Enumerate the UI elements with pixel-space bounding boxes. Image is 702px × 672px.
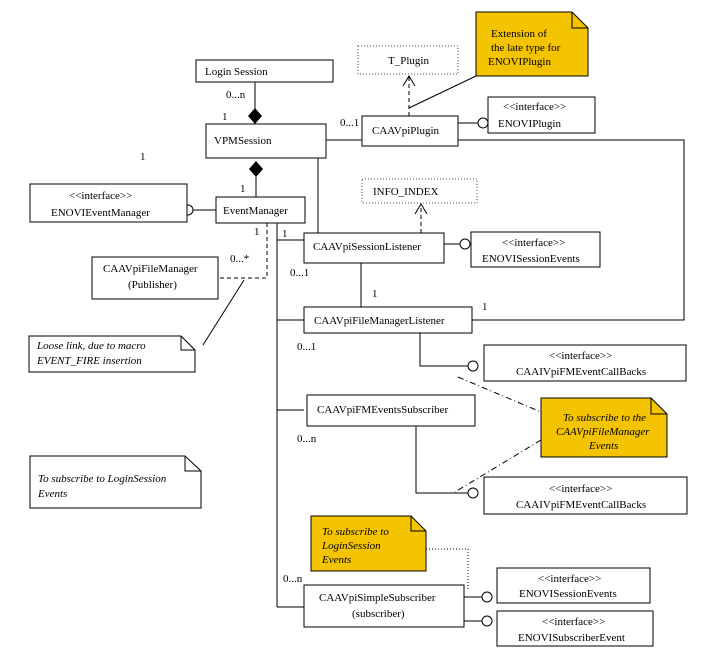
login-session-label: Login Session — [205, 66, 268, 78]
callbacks-box-2: <<interface>> CAAIVpiFMEventCallBacks — [483, 476, 688, 515]
session-events-lollipop-2 — [481, 591, 493, 603]
vpm-session-box: VPMSession — [205, 123, 327, 159]
info-index-box: INFO_INDEX — [361, 178, 478, 204]
subscriber-event-lollipop — [481, 615, 493, 627]
realization-arrow-2 — [414, 203, 428, 215]
composition-diamond-1 — [248, 108, 262, 124]
subscribe-fm-note-line-3: Events — [588, 440, 618, 452]
enovi-plugin-lollipop — [477, 117, 489, 129]
file-manager-listener-label: CAAVpiFileManagerListener — [314, 315, 445, 327]
enovi-plugin-box: <<interface>> ENOVIPlugin — [487, 96, 596, 134]
subscribe-login-white-line-1: To subscribe to LoginSession — [38, 473, 167, 485]
enovi-session-events-stereotype-2: <<interface>> — [538, 573, 601, 585]
session-listener-box: CAAVpiSessionListener — [303, 232, 445, 264]
subscribe-fm-note-line-2: CAAVpiFileManager — [556, 426, 650, 438]
enovi-session-events-box-1: <<interface>> ENOVISessionEvents — [470, 231, 601, 268]
mult-sl-01: 0...1 — [290, 267, 309, 279]
event-manager-label: EventManager — [223, 205, 288, 217]
enovi-event-manager-stereotype: <<interface>> — [69, 190, 132, 202]
file-manager-box: CAAVpiFileManager (Publisher) — [91, 256, 219, 300]
subscribe-login-note-yellow: To subscribe to LoginSession Events — [310, 515, 427, 572]
enovi-plugin-stereotype: <<interface>> — [503, 101, 566, 113]
mult-fml-01: 0...1 — [297, 341, 316, 353]
mult-sl-1: 1 — [372, 288, 378, 300]
enovi-event-manager-box: <<interface>> ENOVIEventManager — [29, 183, 188, 223]
loose-link-note-line-1: Loose link, due to macro — [36, 340, 146, 352]
em-fm-dash — [218, 223, 268, 279]
caavpi-plugin-label: CAAVpiPlugin — [372, 125, 440, 137]
extension-note: Extension of the late type for ENOVIPlug… — [475, 11, 589, 77]
enovi-subscriber-event-box: <<interface>> ENOVISubscriberEvent — [496, 610, 654, 647]
callbacks-lollipop-2 — [467, 487, 479, 499]
subscribe-fm-note: To subscribe to the CAAVpiFileManager Ev… — [540, 397, 668, 458]
mult-em-1-a: 1 — [254, 226, 260, 238]
enovi-subscriber-event-stereotype: <<interface>> — [542, 616, 605, 628]
callbacks-stereotype-2: <<interface>> — [549, 483, 612, 495]
enovi-session-events-label-2: ENOVISessionEvents — [519, 588, 617, 600]
loose-link-note: Loose link, due to macro EVENT_FIRE inse… — [28, 335, 196, 373]
vpm-session-label: VPMSession — [214, 135, 272, 147]
simple-subscriber-label: CAAVpiSimpleSubscriber — [319, 592, 436, 604]
t-plugin-box: T_Plugin — [357, 45, 459, 75]
caavpi-plugin-box: CAAVpiPlugin — [361, 115, 459, 147]
mult-fml-1: 1 — [482, 301, 488, 313]
plugin-fml-link — [458, 139, 685, 321]
callbacks-stereotype-1: <<interface>> — [549, 350, 612, 362]
extension-note-line-1: Extension of — [491, 28, 547, 40]
login-session-box: Login Session — [195, 59, 334, 83]
enovi-plugin-label: ENOVIPlugin — [498, 118, 561, 130]
mult-fmes-0n: 0...n — [297, 433, 317, 445]
fm-note-link-b — [454, 439, 542, 493]
composition-diamond-2 — [249, 161, 263, 177]
enovi-session-events-box-2: <<interface>> ENOVISessionEvents — [496, 567, 651, 604]
callbacks-lollipop-1 — [467, 360, 479, 372]
fml-lollipop-link — [419, 333, 468, 367]
t-plugin-label: T_Plugin — [388, 55, 429, 67]
fmes-lollipop-link — [415, 426, 468, 494]
simple-subscriber-role: (subscriber) — [352, 608, 405, 620]
subscribe-login-yellow-line-3: Events — [321, 554, 351, 566]
loose-link-note-line-2: EVENT_FIRE insertion — [36, 355, 142, 367]
enovi-session-events-stereotype-1: <<interface>> — [502, 237, 565, 249]
callbacks-label-1: CAAIVpiFMEventCallBacks — [516, 366, 646, 378]
callbacks-label-2: CAAIVpiFMEventCallBacks — [516, 499, 646, 511]
mult-em-1-b: 1 — [282, 228, 288, 240]
event-manager-box: EventManager — [215, 196, 306, 224]
enovi-event-manager-label: ENOVIEventManager — [51, 207, 150, 219]
loose-note-link — [202, 279, 245, 346]
subscribe-fm-note-line-1: To subscribe to the — [563, 412, 646, 424]
mult-fm-0star: 0...* — [230, 253, 249, 265]
file-manager-label: CAAVpiFileManager — [103, 263, 198, 275]
file-manager-role: (Publisher) — [128, 279, 177, 291]
simple-subscriber-box: CAAVpiSimpleSubscriber (subscriber) — [303, 584, 465, 628]
callbacks-box-1: <<interface>> CAAIVpiFMEventCallBacks — [483, 344, 687, 382]
extension-note-line-3: ENOVIPlugin — [488, 56, 551, 68]
mult-vpm-1-left: 1 — [140, 151, 146, 163]
mult-login-1: 1 — [222, 111, 228, 123]
login-note-link — [426, 548, 469, 590]
fm-events-subscriber-box: CAAVpiFMEventsSubscriber — [306, 394, 476, 427]
info-index-label: INFO_INDEX — [373, 186, 438, 198]
mult-plugin-01: 0...1 — [340, 117, 359, 129]
enovi-session-events-label-1: ENOVISessionEvents — [482, 253, 580, 265]
subscribe-login-yellow-line-1: To subscribe to — [322, 526, 389, 538]
file-manager-listener-box: CAAVpiFileManagerListener — [303, 306, 473, 334]
fm-note-link-a — [457, 376, 542, 413]
session-listener-label: CAAVpiSessionListener — [313, 241, 421, 253]
mult-login-0n: 0...n — [226, 89, 246, 101]
subscribe-login-white-line-2: Events — [37, 488, 67, 500]
realization-arrow-1 — [402, 75, 416, 87]
extension-note-link — [408, 75, 477, 109]
mult-ss-0n: 0...n — [283, 573, 303, 585]
enovi-subscriber-event-label: ENOVISubscriberEvent — [518, 632, 625, 644]
extension-note-line-2: the late type for — [491, 42, 561, 54]
enovi-session-events-lollipop — [459, 238, 471, 250]
subscribe-login-yellow-line-2: LoginSession — [321, 540, 381, 552]
subscribe-login-note-white: To subscribe to LoginSession Events — [29, 455, 202, 509]
mult-vpm-em-1: 1 — [240, 183, 246, 195]
fm-events-subscriber-label: CAAVpiFMEventsSubscriber — [317, 404, 449, 416]
